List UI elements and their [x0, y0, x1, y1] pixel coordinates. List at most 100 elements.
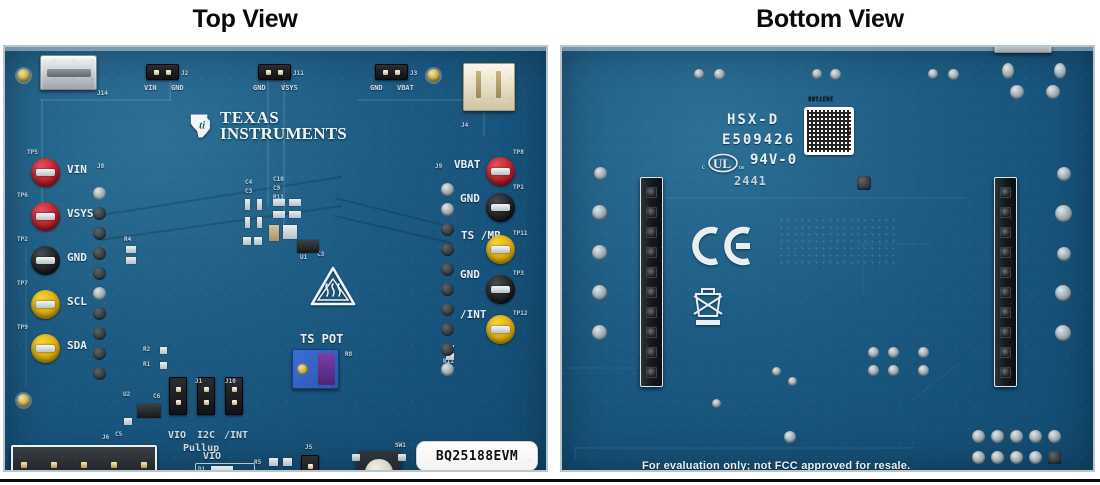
mounting-hole [17, 69, 30, 82]
ref-j4: J4 [461, 122, 469, 129]
header-pad[interactable] [93, 287, 106, 300]
trace [41, 99, 171, 101]
ref-tp3: TP3 [513, 270, 524, 277]
header-pad[interactable] [441, 343, 454, 356]
solder-pad [1055, 325, 1071, 341]
header-socket[interactable] [1000, 366, 1011, 378]
test-point-vsys[interactable] [31, 202, 60, 231]
label-j11-left: GND [253, 84, 266, 92]
qr-serial: 2637188 [808, 95, 834, 102]
trace [666, 197, 966, 199]
header-socket[interactable] [1000, 346, 1011, 358]
test-point-gnd-left[interactable] [31, 246, 60, 275]
header-socket[interactable] [1000, 186, 1011, 198]
header-pad[interactable] [93, 247, 106, 260]
header-socket[interactable] [646, 206, 657, 218]
header-pad[interactable] [441, 203, 454, 216]
trace [862, 243, 932, 245]
header-pad[interactable] [441, 303, 454, 316]
solder-pad [714, 69, 725, 80]
solder-pad [1055, 205, 1072, 222]
header-pad[interactable] [93, 367, 106, 380]
test-point-gnd-r2[interactable] [486, 275, 515, 304]
test-point-gnd-r1[interactable] [486, 193, 515, 222]
header-socket[interactable] [646, 186, 657, 198]
label-j3-left: GND [370, 84, 383, 92]
header-pad[interactable] [441, 243, 454, 256]
jumper-j5-ts-pot[interactable] [301, 455, 319, 470]
solder-pad [888, 347, 899, 358]
part-number-sticker: BQ25188EVM [416, 441, 538, 470]
ref-c7: C3 [245, 188, 253, 195]
test-point-vbat[interactable] [486, 157, 515, 186]
header-pad[interactable] [93, 227, 106, 240]
jumper-pin [231, 400, 237, 406]
qr-code-label: REV [804, 107, 854, 155]
jst-pin [476, 71, 481, 99]
header-pad[interactable] [93, 307, 106, 320]
header-pad[interactable] [93, 327, 106, 340]
ti-word-instruments: INSTRUMENTS [220, 124, 347, 144]
jumper-i2c-pullup[interactable] [197, 377, 215, 415]
header-socket[interactable] [1000, 266, 1011, 278]
header-socket[interactable] [646, 346, 657, 358]
push-button-switch[interactable] [352, 451, 406, 470]
test-point-int[interactable] [486, 315, 515, 344]
header-socket[interactable] [1000, 206, 1011, 218]
header-socket[interactable] [1000, 286, 1011, 298]
header-socket[interactable] [646, 286, 657, 298]
battery-jst-connector[interactable] [463, 63, 515, 111]
pot-adjust-screw[interactable] [297, 363, 308, 375]
header-socket[interactable] [1000, 306, 1011, 318]
test-point-sda[interactable] [31, 334, 60, 363]
ul-file-line1: HSX-D [727, 112, 780, 128]
ref-d1: D1 [198, 466, 206, 472]
header-pad[interactable] [441, 323, 454, 336]
header-socket[interactable] [646, 366, 657, 378]
header-socket[interactable] [1000, 246, 1011, 258]
jumper-vio-pullup[interactable] [169, 377, 187, 415]
header-pad[interactable] [93, 187, 106, 200]
ref-u2: U2 [123, 391, 131, 398]
test-point-vin[interactable] [31, 158, 60, 187]
header-socket[interactable] [646, 246, 657, 258]
button-plunger[interactable] [365, 459, 393, 470]
weee-crossed-bin-icon [693, 288, 723, 325]
header-socket[interactable] [646, 266, 657, 278]
solder-pad [772, 367, 781, 376]
ref-tp8: TP8 [513, 149, 524, 156]
header-pad[interactable] [93, 267, 106, 280]
header-pad[interactable] [441, 263, 454, 276]
header-pad[interactable] [93, 207, 106, 220]
micro-usb-connector[interactable] [40, 55, 97, 90]
jumper-pin [166, 69, 171, 75]
right-female-header[interactable] [994, 177, 1017, 387]
header-pad[interactable] [441, 183, 454, 196]
header-socket[interactable] [1000, 226, 1011, 238]
header-socket[interactable] [646, 306, 657, 318]
figure-bottom-rule [0, 479, 1100, 482]
ts-potentiometer[interactable] [292, 349, 339, 389]
jumper-j2[interactable] [146, 64, 179, 80]
ref-j3: J3 [410, 70, 418, 77]
header-pad[interactable] [93, 347, 106, 360]
header-pad[interactable] [441, 223, 454, 236]
label-vio-block: VIO [203, 451, 222, 462]
idc-header-j6[interactable] [11, 445, 157, 470]
board-edge [5, 47, 546, 51]
jumper-j11[interactable] [258, 64, 291, 80]
solder-pad [812, 69, 822, 79]
test-point-scl[interactable] [31, 290, 60, 319]
jumper-j3[interactable] [375, 64, 408, 80]
trace [574, 447, 914, 449]
header-pad[interactable] [441, 283, 454, 296]
smd-component [283, 225, 297, 239]
header-socket[interactable] [1000, 326, 1011, 338]
left-female-header[interactable] [640, 177, 663, 387]
header-socket[interactable] [646, 226, 657, 238]
header-socket[interactable] [646, 326, 657, 338]
ref-r2: R2 [143, 346, 151, 353]
jumper-int-pullup[interactable] [225, 377, 243, 415]
header-pad[interactable] [441, 363, 454, 376]
test-point-ts-mr[interactable] [486, 235, 515, 264]
